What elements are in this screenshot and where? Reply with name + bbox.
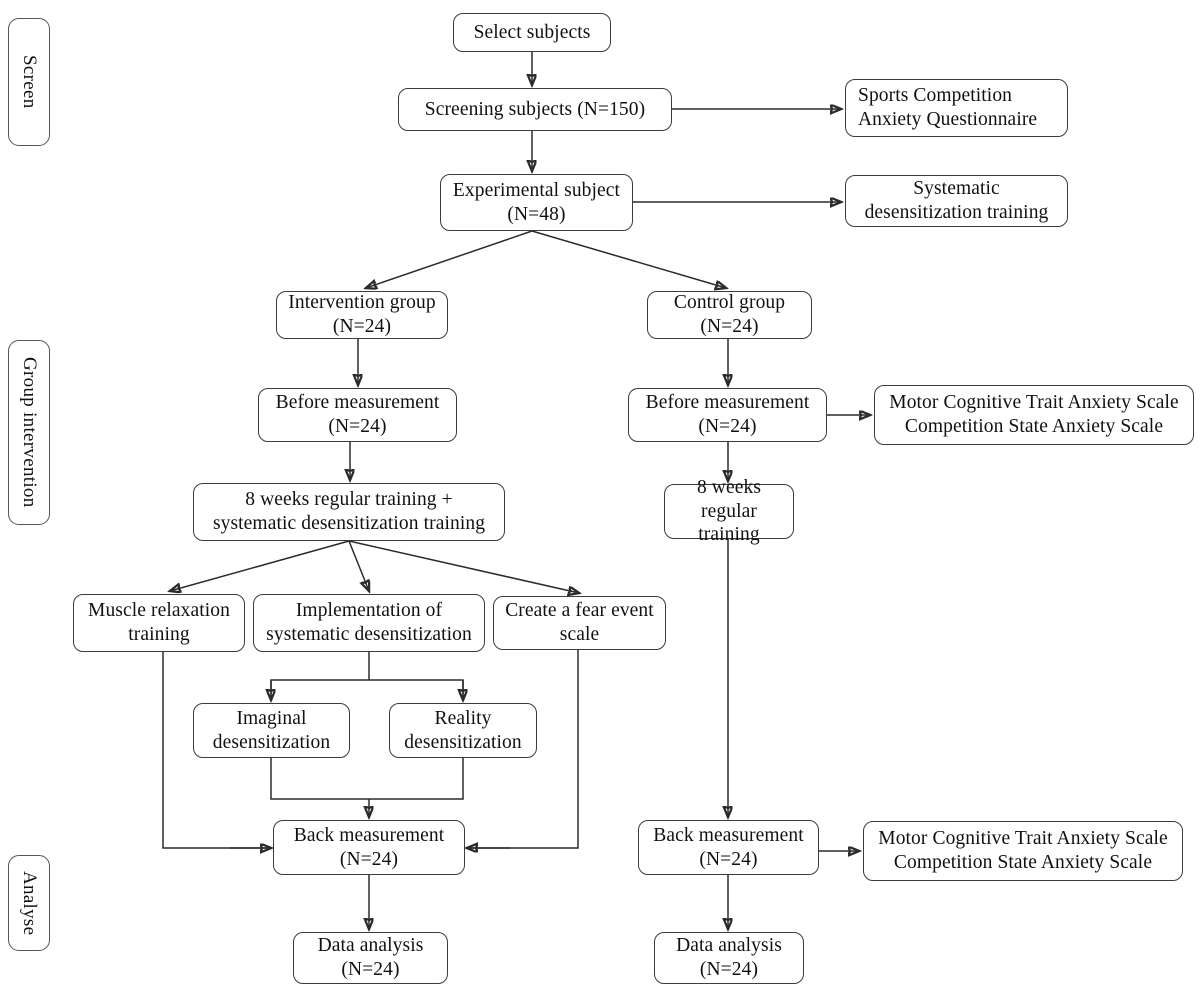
stage-label-screen: Screen: [8, 18, 50, 146]
stage-label-group-intervention: Group intervention: [8, 340, 50, 525]
edge-experimental-to-intervention: [366, 230, 533, 288]
node-imaginal-desensitization-text: Imaginal desensitization: [212, 707, 331, 753]
node-reality-desensitization[interactable]: Reality desensitization: [389, 703, 537, 758]
node-back-measurement-control-text: Back measurement (N=24): [653, 824, 804, 870]
node-screening-subjects[interactable]: Screening subjects (N=150): [398, 88, 672, 131]
node-select-subjects[interactable]: Select subjects: [453, 13, 611, 52]
node-data-analysis-control-text: Data analysis (N=24): [676, 935, 782, 980]
node-create-a-fear-event-scale-text: Create a fear event scale: [505, 600, 654, 645]
edge-implementation-split: [270, 652, 370, 698]
edge-reality-merge: [369, 758, 464, 800]
node-eight-weeks-regular-training-text: 8 weeks regular training: [696, 476, 762, 546]
node-scales-back-text: Motor Cognitive Trait Anxiety Scale Comp…: [878, 828, 1168, 873]
node-create-a-fear-event-scale[interactable]: Create a fear event scale: [493, 596, 666, 650]
node-scales-before-text: Motor Cognitive Trait Anxiety Scale Comp…: [889, 392, 1179, 437]
node-muscle-relaxation-training-text: Muscle relaxation training: [88, 600, 230, 645]
edge-experimental-to-control: [531, 230, 726, 288]
node-systematic-desensitization-training-text: Systematic desensitization training: [864, 178, 1049, 223]
node-before-measurement-control-text: Before measurement (N=24): [645, 392, 810, 437]
stage-label-analyse-text: Analyse: [19, 870, 40, 936]
node-scales-before[interactable]: Motor Cognitive Trait Anxiety Scale Comp…: [874, 385, 1194, 445]
node-implementation-of-systematic-desensitization-text: Implementation of systematic desensitiza…: [266, 600, 472, 645]
node-eight-weeks-regular-training[interactable]: 8 weeks regular training: [664, 477, 794, 545]
node-systematic-desensitization-training[interactable]: Systematic desensitization training: [845, 175, 1068, 227]
node-intervention-group-text: Intervention group (N=24): [288, 292, 436, 337]
edge-8weeks-sd-to-muscle-relaxation: [170, 540, 350, 591]
stage-label-analyse: Analyse: [8, 855, 50, 951]
node-scales-back[interactable]: Motor Cognitive Trait Anxiety Scale Comp…: [863, 821, 1183, 881]
node-back-measurement-intervention[interactable]: Back measurement (N=24): [273, 820, 465, 875]
node-back-measurement-intervention-text: Back measurement (N=24): [293, 824, 445, 870]
node-back-measurement-control[interactable]: Back measurement (N=24): [638, 820, 819, 875]
node-sports-competition-anxiety-questionnaire[interactable]: Sports Competition Anxiety Questionnaire: [845, 79, 1068, 137]
node-data-analysis-intervention-text: Data analysis (N=24): [317, 935, 424, 980]
node-eight-weeks-regular-plus-sd-text: 8 weeks regular training + systematic de…: [212, 489, 486, 534]
node-data-analysis-intervention[interactable]: Data analysis (N=24): [293, 932, 448, 984]
node-sports-competition-anxiety-questionnaire-text: Sports Competition Anxiety Questionnaire: [858, 85, 1038, 130]
stage-label-group-intervention-text: Group intervention: [19, 357, 40, 508]
node-eight-weeks-regular-plus-sd[interactable]: 8 weeks regular training + systematic de…: [193, 483, 505, 541]
node-intervention-group[interactable]: Intervention group (N=24): [276, 291, 448, 339]
stage-label-screen-text: Screen: [19, 55, 40, 109]
edge-imaginal-merge: [270, 758, 369, 800]
node-select-subjects-text: Select subjects: [473, 21, 591, 43]
node-before-measurement-intervention[interactable]: Before measurement (N=24): [258, 388, 457, 442]
node-experimental-subject[interactable]: Experimental subject (N=48): [440, 174, 633, 231]
node-muscle-relaxation-training[interactable]: Muscle relaxation training: [73, 594, 245, 652]
edge-implementation-split-right: [369, 679, 464, 698]
node-reality-desensitization-text: Reality desensitization: [404, 707, 522, 753]
node-before-measurement-intervention-text: Before measurement (N=24): [275, 392, 440, 437]
edge-8weeks-sd-to-create-fear-scale: [348, 540, 579, 593]
node-experimental-subject-text: Experimental subject (N=48): [452, 179, 621, 225]
node-imaginal-desensitization[interactable]: Imaginal desensitization: [193, 703, 350, 758]
node-implementation-of-systematic-desensitization[interactable]: Implementation of systematic desensitiza…: [253, 594, 485, 652]
node-control-group-text: Control group (N=24): [673, 292, 786, 337]
edge-8weeks-sd-to-implementation: [348, 540, 369, 591]
node-control-group[interactable]: Control group (N=24): [647, 291, 812, 339]
node-data-analysis-control[interactable]: Data analysis (N=24): [654, 932, 804, 984]
node-screening-subjects-text: Screening subjects (N=150): [424, 98, 646, 120]
node-before-measurement-control[interactable]: Before measurement (N=24): [628, 388, 827, 442]
